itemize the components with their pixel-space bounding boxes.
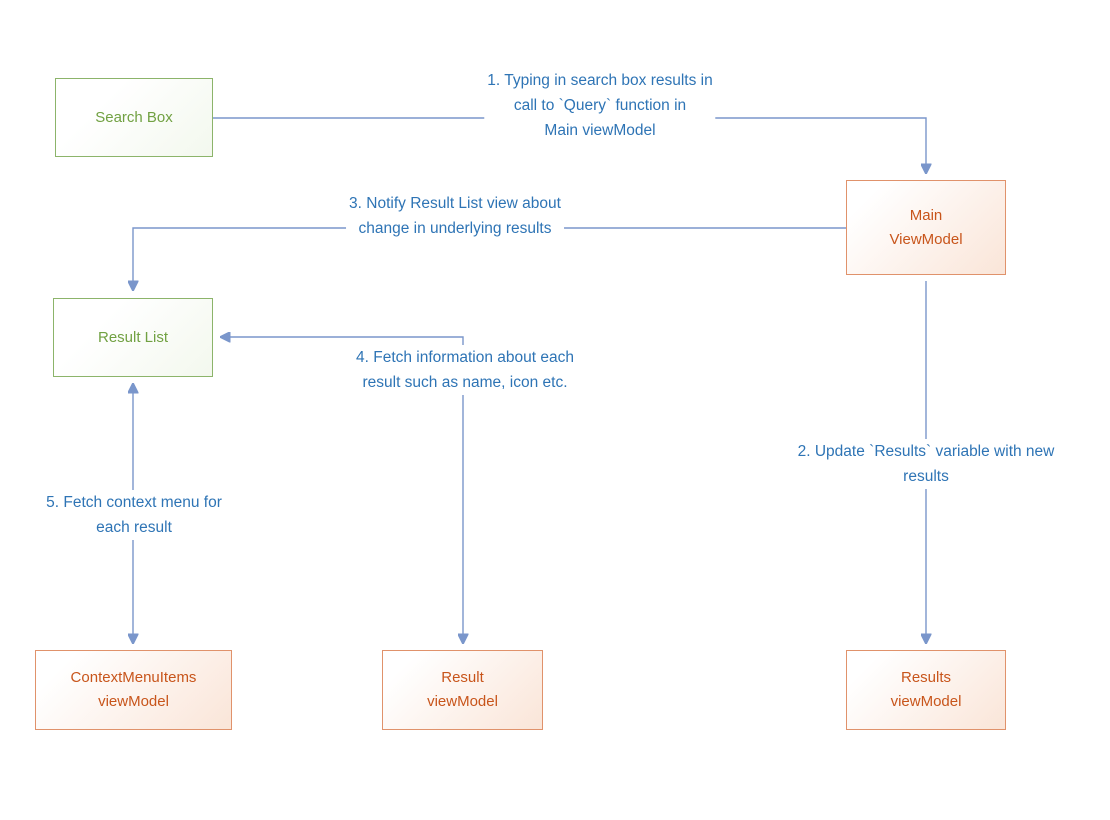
edge-label-fetch-context-menu: 5. Fetch context menu for each result xyxy=(43,490,225,540)
node-results-viewmodel-label-line1: Results xyxy=(900,669,952,686)
node-results-viewmodel: Results viewModel xyxy=(846,650,1006,730)
node-result-list-label: Result List xyxy=(97,328,169,346)
edge-label-update-results: 2. Update `Results` variable with new re… xyxy=(794,439,1058,489)
edge-fetch-info-line xyxy=(221,337,463,643)
node-main-viewmodel: Main ViewModel xyxy=(846,180,1006,275)
node-result-viewmodel-label-line2: viewModel xyxy=(427,693,498,710)
node-contextmenuitems-viewmodel-label-line2: viewModel xyxy=(98,693,169,710)
edge-typing-query-line xyxy=(213,117,926,173)
node-contextmenuitems-viewmodel-label-line1: ContextMenuItems xyxy=(70,669,197,686)
node-search-box: Search Box xyxy=(55,78,213,157)
node-contextmenuitems-viewmodel: ContextMenuItems viewModel xyxy=(35,650,232,730)
node-main-viewmodel-label-line1: Main xyxy=(909,206,943,224)
node-results-viewmodel-label-line2: viewModel xyxy=(890,693,962,710)
node-result-list: Result List xyxy=(53,298,213,377)
edge-notify-result-list-line xyxy=(133,227,846,290)
node-search-box-label: Search Box xyxy=(95,108,173,126)
node-result-viewmodel-label-line1: Result xyxy=(441,669,484,686)
edge-label-fetch-info: 4. Fetch information about each result s… xyxy=(353,345,577,395)
edge-label-typing-query: 1. Typing in search box results in call … xyxy=(484,68,716,143)
node-result-viewmodel: Result viewModel xyxy=(382,650,543,730)
node-main-viewmodel-label-line2: ViewModel xyxy=(889,230,963,248)
edge-label-notify-result-list: 3. Notify Result List view about change … xyxy=(346,191,564,241)
